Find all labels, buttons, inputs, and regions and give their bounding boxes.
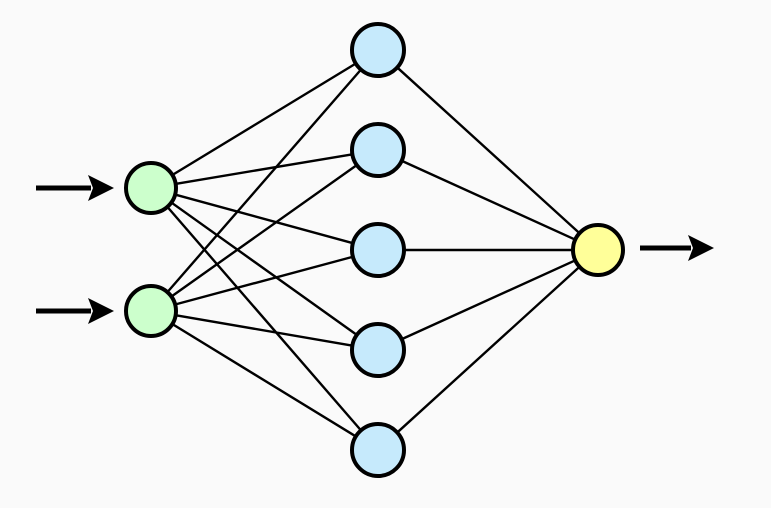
input-arrow-2-head-icon xyxy=(88,298,114,324)
input-arrow-1 xyxy=(36,175,114,201)
input-arrow-1-head-icon xyxy=(88,175,114,201)
edge-i1-to-h2 xyxy=(173,152,355,186)
input-arrow-2 xyxy=(36,298,114,324)
hidden-node-4[interactable] xyxy=(350,322,406,378)
output-arrow-1 xyxy=(640,235,714,261)
hidden-layer xyxy=(350,22,406,478)
edge-h1-to-o1 xyxy=(395,65,582,236)
input-node-1[interactable] xyxy=(124,161,178,215)
output-node-1[interactable] xyxy=(571,223,625,277)
input-node-2[interactable] xyxy=(124,284,178,338)
edges-group xyxy=(165,61,582,439)
hidden-node-2[interactable] xyxy=(350,122,406,178)
edge-h5-to-o1 xyxy=(395,264,582,435)
edge-i1-to-h5 xyxy=(165,204,363,433)
output-arrow-1-head-icon xyxy=(688,235,714,261)
nodes-group xyxy=(124,22,625,478)
edge-i2-to-h1 xyxy=(165,67,363,295)
edge-h2-to-o1 xyxy=(399,159,578,242)
edge-i2-to-h2 xyxy=(169,163,359,299)
edge-i1-to-h1 xyxy=(170,61,358,177)
edge-i1-to-h4 xyxy=(169,200,359,337)
edge-i2-to-h3 xyxy=(172,255,356,306)
input-layer xyxy=(124,161,178,338)
io-arrows-group xyxy=(36,175,714,324)
edge-h4-to-o1 xyxy=(399,258,578,341)
edge-i2-to-h5 xyxy=(170,322,358,439)
edge-i1-to-h3 xyxy=(172,193,356,245)
edge-i2-to-h4 xyxy=(173,313,355,347)
hidden-node-3[interactable] xyxy=(350,222,406,278)
hidden-node-1[interactable] xyxy=(350,22,406,78)
hidden-node-5[interactable] xyxy=(350,422,406,478)
output-layer xyxy=(571,223,625,277)
